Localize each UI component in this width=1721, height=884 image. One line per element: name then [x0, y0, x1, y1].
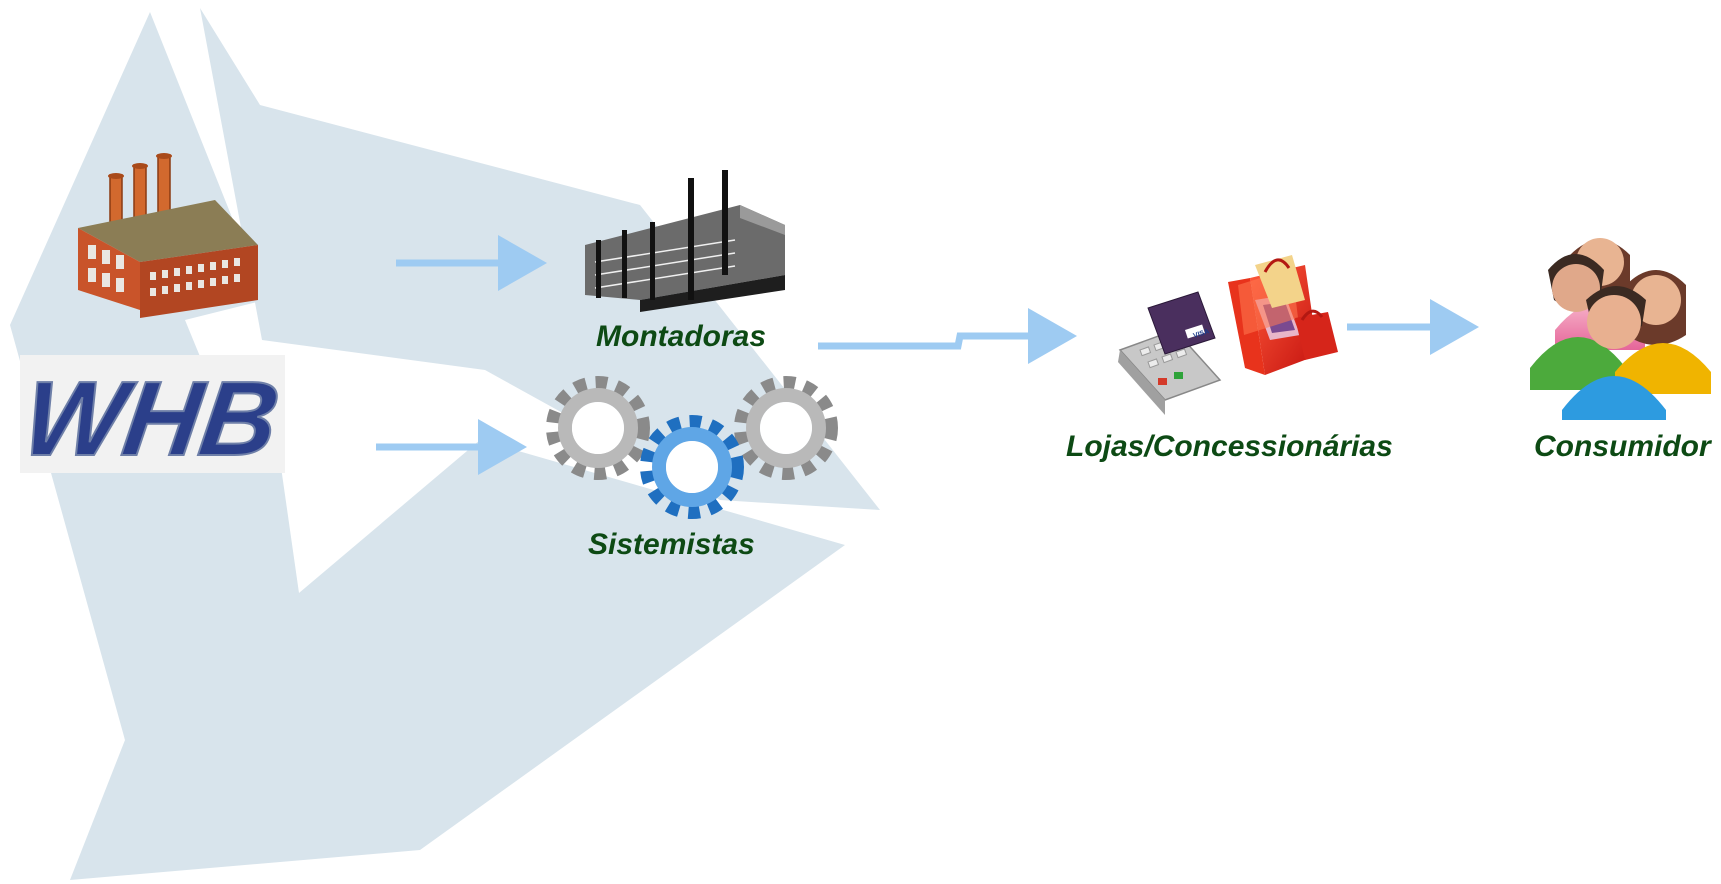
visa-brand: VISA: [1192, 328, 1210, 340]
assembly-plant-icon: [585, 170, 785, 312]
flow-arrows: [376, 235, 1479, 475]
whb-logo-text: WHB: [16, 359, 286, 477]
factory-icon: [78, 153, 258, 318]
whb-logo: WHB: [15, 355, 287, 479]
label-sistemistas: Sistemistas: [588, 528, 755, 561]
shopping-payment-icon: VISA: [1118, 255, 1338, 415]
label-lojas-concessionarias: Lojas/Concessionárias: [1066, 430, 1393, 463]
label-montadoras: Montadoras: [596, 320, 767, 353]
label-consumidor: Consumidor: [1534, 430, 1711, 463]
arrow-montadoras-to-lojas: [818, 308, 1077, 364]
people-group-icon: [1530, 238, 1711, 420]
gears-icon: [546, 376, 838, 519]
